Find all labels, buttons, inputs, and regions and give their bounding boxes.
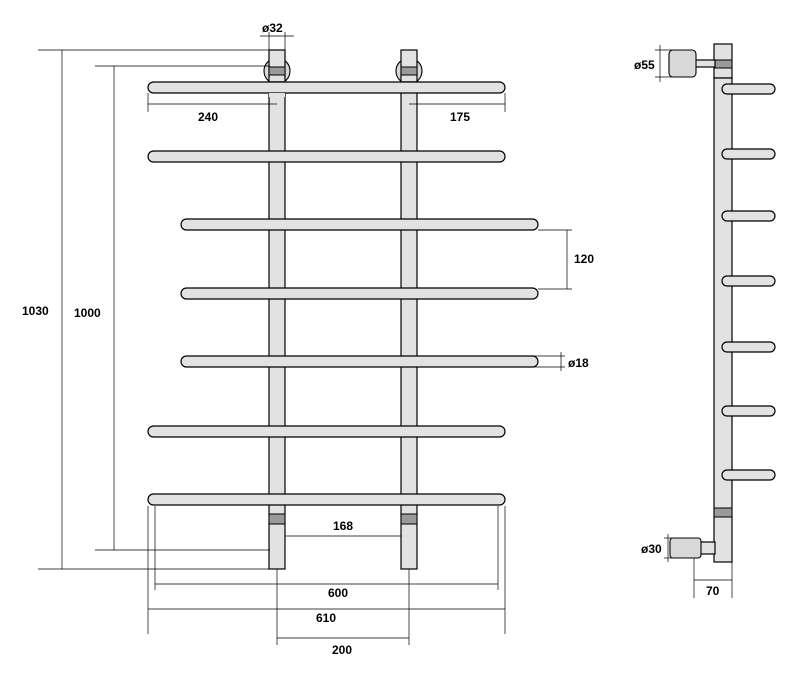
- right-bottom-band: [400, 513, 418, 525]
- bar-5: [180, 355, 539, 368]
- bar-6: [147, 425, 506, 438]
- side-bottom-band: [713, 507, 733, 518]
- side-bar-3: [721, 210, 776, 222]
- bar-1: [147, 81, 506, 94]
- right-overhang-label: 175: [450, 110, 470, 124]
- bar-7: [147, 493, 506, 506]
- top-diameter-label: ø55: [634, 58, 655, 72]
- right-top-connector: [400, 49, 418, 83]
- bar-diameter-label: ø18: [568, 356, 589, 370]
- side-bar-7: [721, 469, 776, 481]
- depth-label: 70: [706, 584, 720, 598]
- side-bar-2: [721, 148, 776, 160]
- side-top-band: [713, 59, 733, 69]
- side-top-mount: [668, 49, 697, 78]
- bar-length-label: 600: [328, 586, 348, 600]
- front-view: ø32 1030 1000 240 175 120 ø18 168: [22, 21, 594, 657]
- side-bar-4: [721, 275, 776, 287]
- inner-gap-label: 168: [333, 519, 353, 533]
- left-top-connector: [268, 49, 286, 83]
- left-bottom-band: [268, 513, 286, 525]
- bar-2: [147, 150, 506, 163]
- bar-spacing-label: 120: [574, 252, 594, 266]
- side-bottom-mount: [669, 537, 702, 559]
- overall-width-label: 610: [316, 611, 336, 625]
- total-height-label: 1030: [22, 304, 49, 318]
- side-bottom-stem: [699, 541, 716, 555]
- bar-3: [180, 218, 539, 231]
- side-top-stem: [694, 59, 716, 68]
- right-top-band: [400, 66, 418, 76]
- side-bar-5: [721, 341, 776, 353]
- left-overhang-label: 240: [198, 110, 218, 124]
- side-bar-1: [721, 83, 776, 95]
- side-view: ø55 ø30 70: [634, 43, 776, 598]
- bottom-diameter-label: ø30: [641, 542, 662, 556]
- left-top-band: [268, 66, 286, 76]
- center-distance-label: 200: [332, 643, 352, 657]
- left-riser-overlay: [269, 93, 285, 97]
- bar-4: [180, 287, 539, 300]
- axis-height-label: 1000: [74, 306, 101, 320]
- inlet-diameter-label: ø32: [262, 21, 283, 35]
- side-riser: [713, 77, 733, 563]
- side-bar-6: [721, 405, 776, 417]
